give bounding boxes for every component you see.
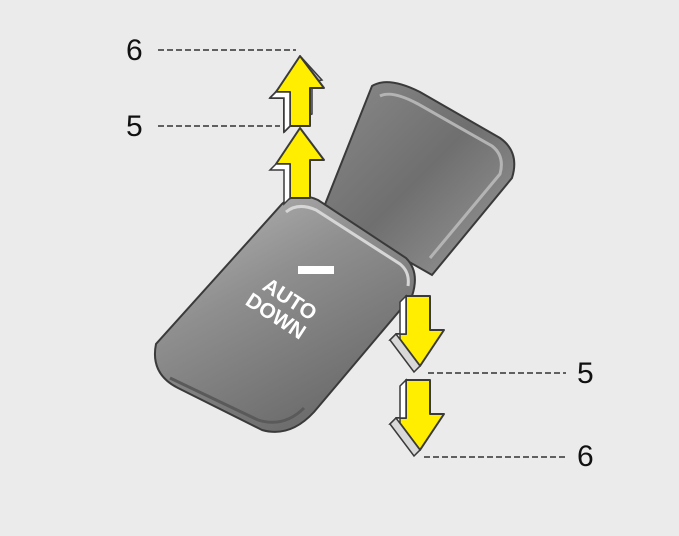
callout-label-down-6: 6	[577, 440, 594, 473]
switch-dash-marking	[298, 266, 334, 274]
callout-label-up-6: 6	[126, 34, 143, 67]
arrow-up-icon	[268, 55, 325, 134]
callout-label-down-5: 5	[577, 357, 594, 390]
callout-label-up-5: 5	[126, 110, 143, 143]
switch-front-top-edge	[285, 205, 410, 287]
switch-front-lower-shade	[169, 376, 306, 424]
arrow-up-icon	[268, 127, 325, 206]
arrow-down-icon	[388, 294, 445, 374]
arrow-down-icon	[388, 378, 445, 458]
switch-rear-highlight	[379, 92, 503, 259]
